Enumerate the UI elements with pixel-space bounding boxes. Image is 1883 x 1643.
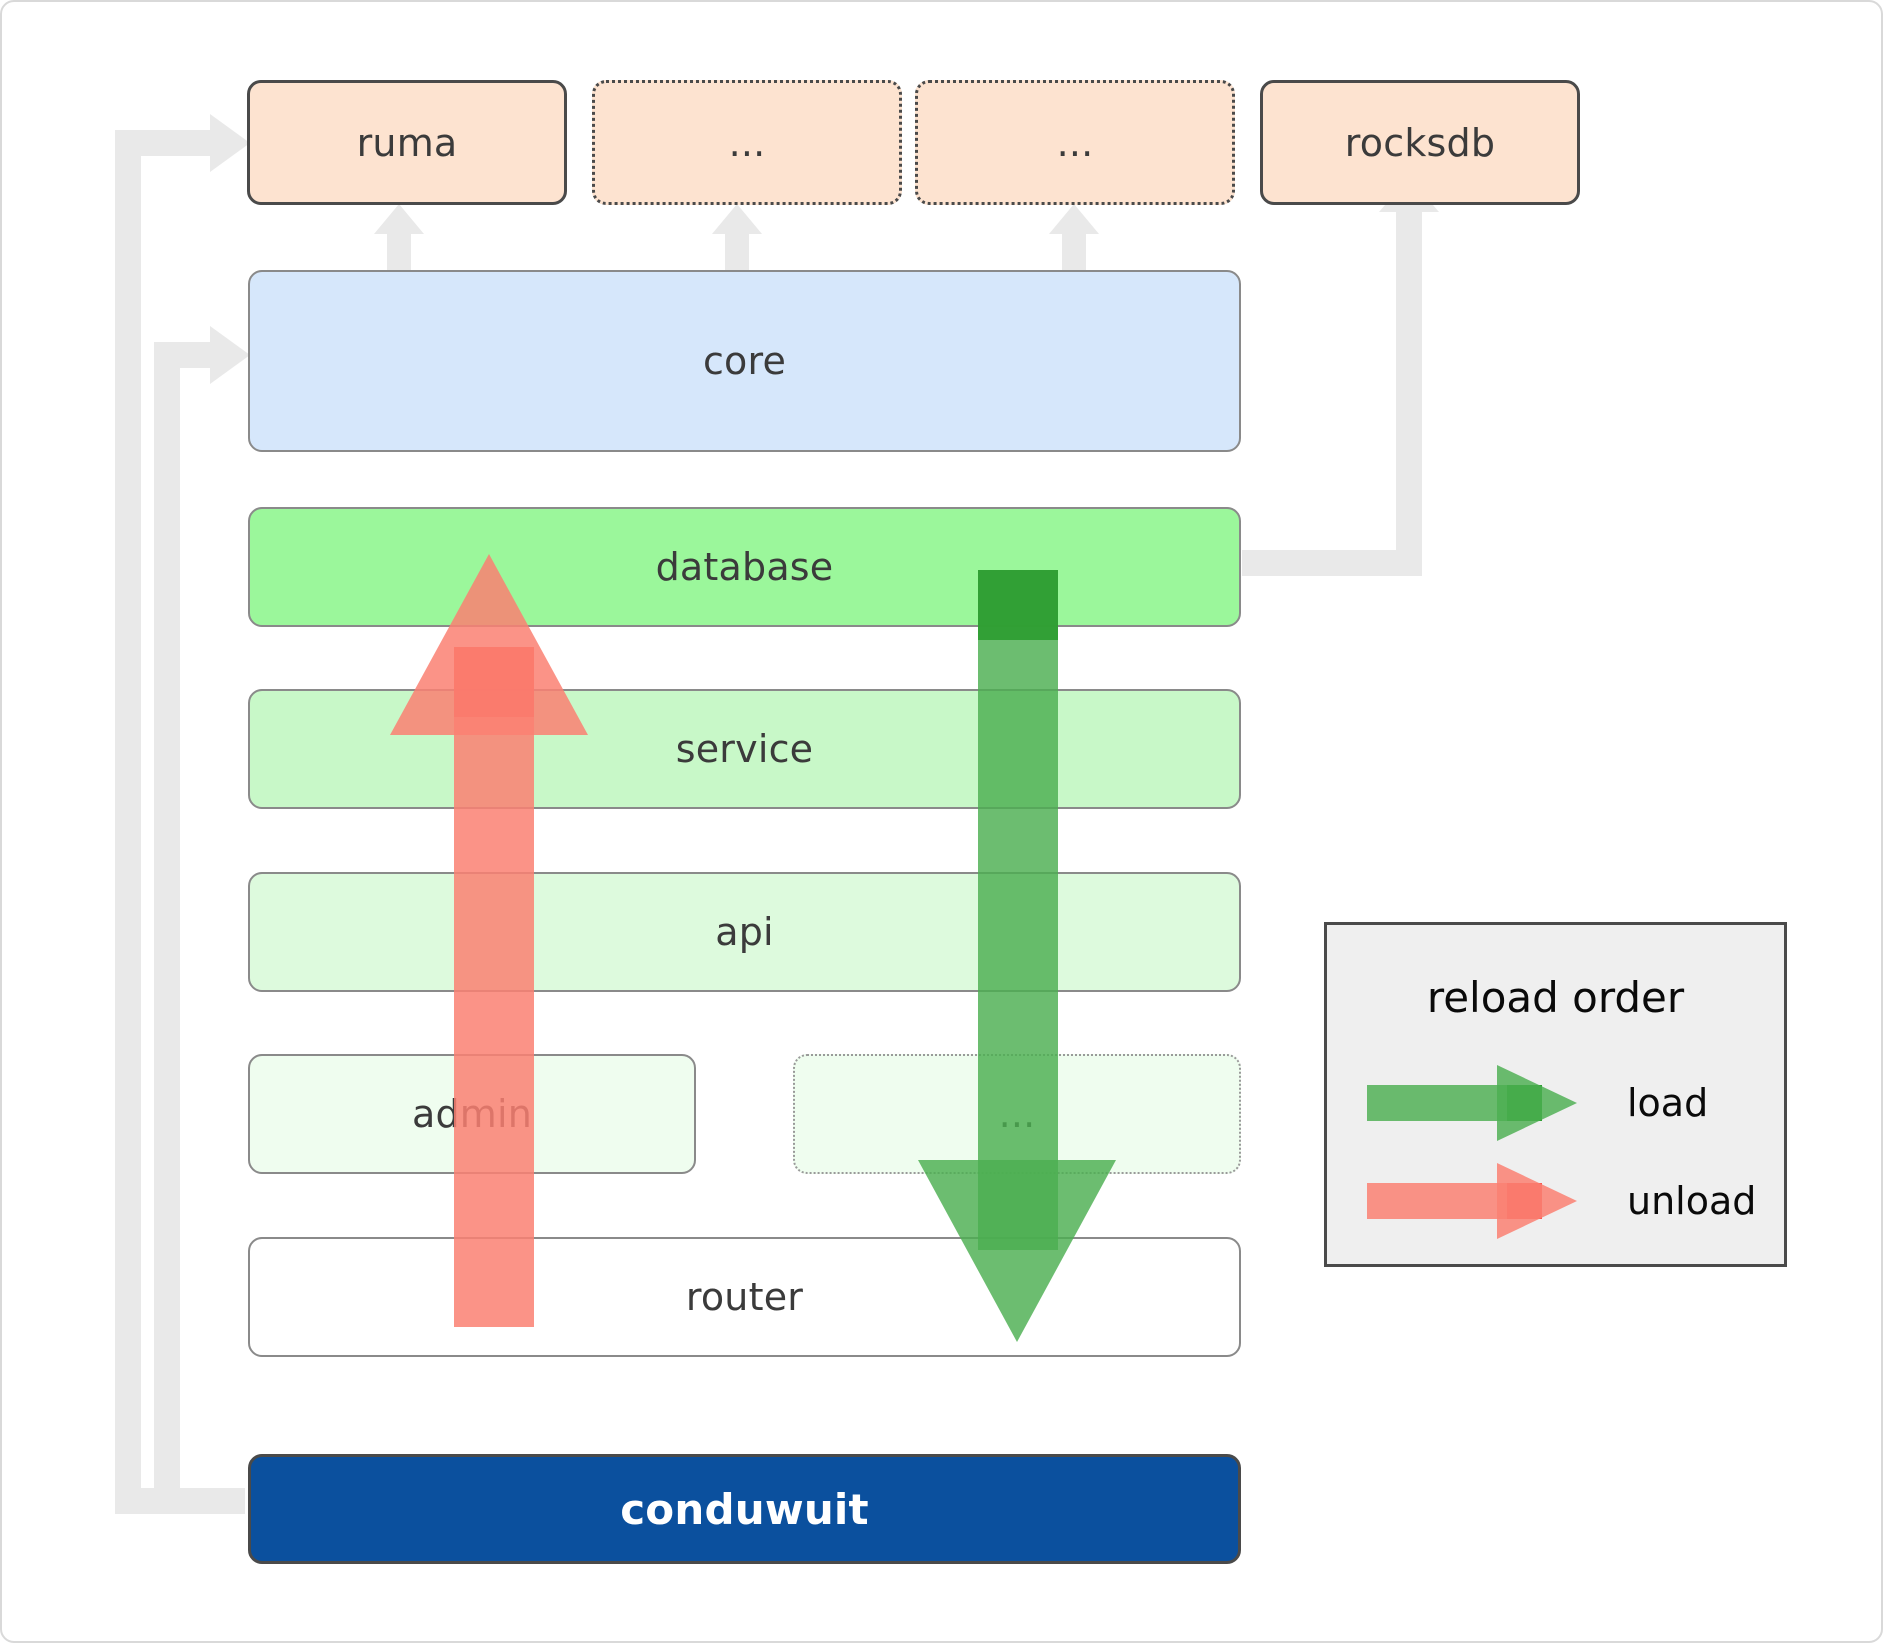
load-flow-arrow <box>918 570 1116 1342</box>
node-database[interactable]: database <box>248 507 1241 627</box>
legend-panel: reload order load unload <box>1324 922 1787 1267</box>
node-service[interactable]: service <box>248 689 1241 809</box>
connector-database-to-rocksdb <box>1242 177 1439 576</box>
connector-branch-core <box>154 342 220 368</box>
legend-row-load: load <box>1327 1055 1784 1151</box>
load-legend-arrow-icon <box>1367 1065 1577 1141</box>
connector-arrowhead-ruma <box>210 114 250 172</box>
node-external-ellipsis-2[interactable]: ... <box>915 80 1235 205</box>
connector-branch-ruma <box>115 130 219 156</box>
node-router[interactable]: router <box>248 1237 1241 1357</box>
connector-trunk-inner <box>154 342 180 1488</box>
connector-arrowhead-core <box>210 326 250 384</box>
legend-title: reload order <box>1426 973 1685 1022</box>
legend-label-unload: unload <box>1627 1179 1757 1223</box>
node-api[interactable]: api <box>248 872 1241 992</box>
legend-row-unload: unload <box>1327 1153 1784 1249</box>
unload-flow-arrow <box>390 554 588 1327</box>
connector-trunk-outer <box>115 130 141 1514</box>
connector-trunk-bottom <box>115 1488 245 1514</box>
unload-legend-arrow-icon <box>1367 1163 1577 1239</box>
legend-label-load: load <box>1627 1081 1709 1125</box>
